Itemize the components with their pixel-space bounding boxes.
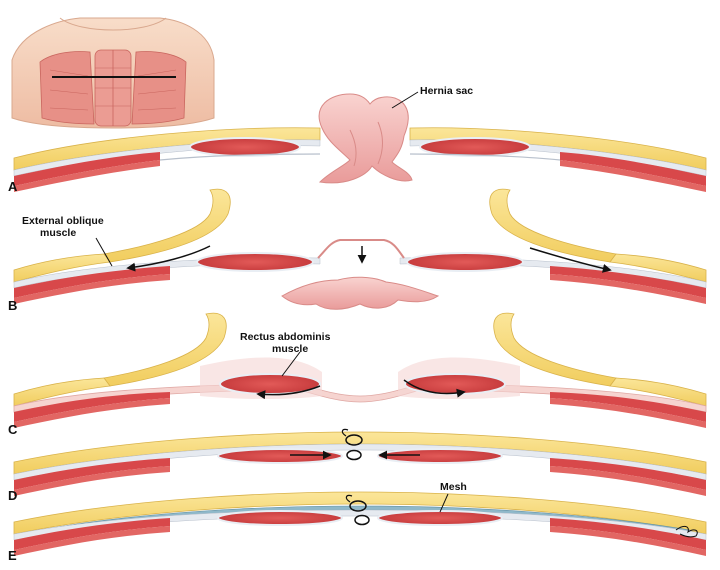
rectus-label-line1: Rectus abdominis: [240, 331, 331, 343]
suture-lower: [347, 451, 361, 460]
panel-e: Mesh E: [8, 481, 706, 563]
hernia-sac-label: Hernia sac: [420, 85, 473, 97]
panel-letter-a: A: [8, 179, 18, 194]
panel-b: External oblique muscle B: [8, 189, 706, 313]
rectus-label-line2: muscle: [272, 343, 308, 355]
hernia-sac: [319, 94, 412, 183]
panel-letter-c: C: [8, 422, 18, 437]
torso-inset: [12, 18, 214, 128]
panel-letter-d: D: [8, 488, 17, 503]
panel-letter-b: B: [8, 298, 17, 313]
external-oblique-label-line2: muscle: [40, 227, 76, 239]
mesh-label: Mesh: [440, 481, 467, 493]
panel-c: Rectus abdominis muscle C: [8, 313, 706, 437]
panel-letter-e: E: [8, 548, 17, 563]
external-oblique-label-line1: External oblique: [22, 215, 104, 227]
